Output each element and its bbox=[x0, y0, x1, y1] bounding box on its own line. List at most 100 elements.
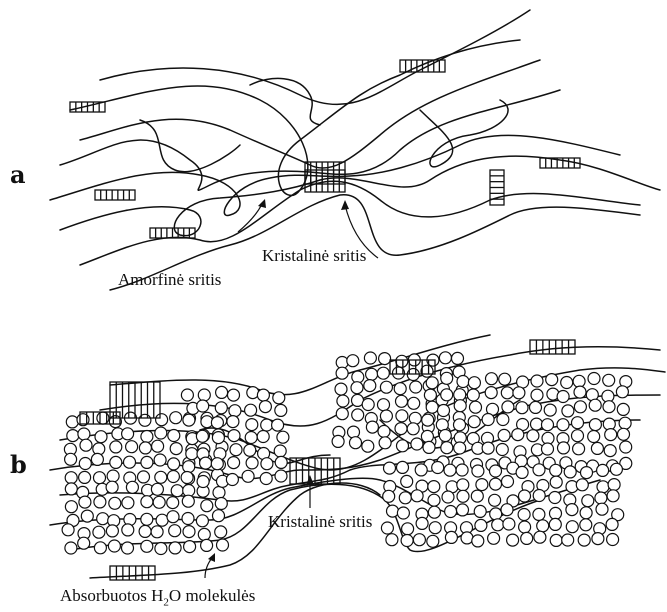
water-molecule bbox=[533, 490, 545, 502]
water-molecule bbox=[196, 430, 208, 442]
arrow-water-b bbox=[205, 558, 212, 578]
water-molecule bbox=[381, 522, 393, 534]
water-molecule bbox=[397, 440, 409, 452]
water-molecule bbox=[426, 401, 438, 413]
water-molecule bbox=[156, 514, 168, 526]
water-molecule bbox=[471, 490, 483, 502]
crystalline-block bbox=[70, 102, 105, 112]
amorphous-region-label: Amorfinė sritis bbox=[118, 270, 221, 290]
water-molecule bbox=[507, 534, 519, 546]
water-molecule bbox=[606, 518, 618, 530]
water-molecule bbox=[65, 483, 77, 495]
water-molecule bbox=[126, 441, 138, 453]
water-molecule bbox=[531, 389, 543, 401]
water-molecule bbox=[141, 540, 153, 552]
water-molecule bbox=[581, 467, 593, 479]
water-molecule bbox=[78, 537, 90, 549]
arrow-head bbox=[208, 553, 215, 562]
water-molecule bbox=[217, 539, 229, 551]
water-molecule bbox=[257, 389, 269, 401]
water-molecule bbox=[227, 416, 239, 428]
water-molecule bbox=[201, 539, 213, 551]
water-molecule bbox=[141, 431, 153, 443]
water-molecule bbox=[168, 430, 180, 442]
water-molecule bbox=[170, 412, 182, 424]
water-molecule bbox=[562, 405, 574, 417]
water-molecule bbox=[277, 431, 289, 443]
water-molecule bbox=[490, 465, 502, 477]
water-molecule bbox=[122, 542, 134, 554]
water-molecule bbox=[379, 353, 391, 365]
water-molecule bbox=[502, 476, 514, 488]
water-molecule bbox=[275, 470, 287, 482]
water-molecule bbox=[274, 445, 286, 457]
water-molecule bbox=[516, 466, 528, 478]
water-molecule bbox=[141, 513, 153, 525]
crystalline-region-label-b: Kristalinė sritis bbox=[268, 512, 372, 532]
water-molecule bbox=[384, 462, 396, 474]
water-molecule bbox=[156, 414, 168, 426]
water-molecule bbox=[155, 543, 167, 555]
water-molecule bbox=[588, 431, 600, 443]
water-molecule bbox=[580, 519, 592, 531]
water-molecule bbox=[502, 401, 514, 413]
water-molecule bbox=[549, 492, 561, 504]
water-molecule bbox=[423, 441, 435, 453]
water-molecule bbox=[383, 490, 395, 502]
water-molecule bbox=[550, 464, 562, 476]
water-molecule bbox=[246, 457, 258, 469]
water-molecule bbox=[499, 373, 511, 385]
water-molecule bbox=[93, 526, 105, 538]
water-molecule bbox=[65, 501, 77, 513]
water-molecule bbox=[212, 432, 224, 444]
water-molecule bbox=[410, 381, 422, 393]
water-molecule bbox=[518, 509, 530, 521]
water-molecule bbox=[619, 417, 631, 429]
water-molecule bbox=[445, 506, 457, 518]
water-molecule bbox=[617, 403, 629, 415]
water-molecule bbox=[366, 368, 378, 380]
water-molecule bbox=[454, 419, 466, 431]
water-molecule bbox=[421, 430, 433, 442]
water-molecule bbox=[215, 402, 227, 414]
water-molecule bbox=[78, 428, 90, 440]
water-molecule bbox=[557, 419, 569, 431]
water-molecule bbox=[186, 448, 198, 460]
water-molecule bbox=[604, 445, 616, 457]
water-molecule bbox=[566, 521, 578, 533]
water-molecule bbox=[475, 519, 487, 531]
water-molecule bbox=[432, 462, 444, 474]
water-molecule bbox=[272, 419, 284, 431]
water-molecule bbox=[183, 461, 195, 473]
water-molecule bbox=[517, 376, 529, 388]
water-molecule bbox=[408, 397, 420, 409]
water-molecule bbox=[429, 522, 441, 534]
water-molecule bbox=[595, 492, 607, 504]
water-molecule bbox=[336, 408, 348, 420]
water-molecule bbox=[456, 464, 468, 476]
water-molecule bbox=[110, 441, 122, 453]
water-molecule bbox=[396, 355, 408, 367]
water-molecule bbox=[439, 352, 451, 364]
water-molecule bbox=[396, 395, 408, 407]
water-molecule bbox=[79, 458, 91, 470]
water-molecule bbox=[211, 458, 223, 470]
water-molecule bbox=[413, 534, 425, 546]
water-molecule bbox=[401, 535, 413, 547]
water-molecule bbox=[438, 405, 450, 417]
water-molecule bbox=[153, 496, 165, 508]
water-molecule bbox=[558, 442, 570, 454]
crystalline-block bbox=[530, 340, 575, 354]
water-molecule bbox=[531, 418, 543, 430]
water-molecule bbox=[498, 429, 510, 441]
water-molecule bbox=[470, 401, 482, 413]
water-molecule bbox=[182, 513, 194, 525]
water-molecule bbox=[452, 352, 464, 364]
water-molecule bbox=[427, 535, 439, 547]
water-molecule bbox=[428, 506, 440, 518]
water-molecule bbox=[439, 430, 451, 442]
water-molecule bbox=[95, 431, 107, 443]
water-molecule bbox=[468, 416, 480, 428]
water-molecule bbox=[181, 389, 193, 401]
water-molecule bbox=[245, 432, 257, 444]
